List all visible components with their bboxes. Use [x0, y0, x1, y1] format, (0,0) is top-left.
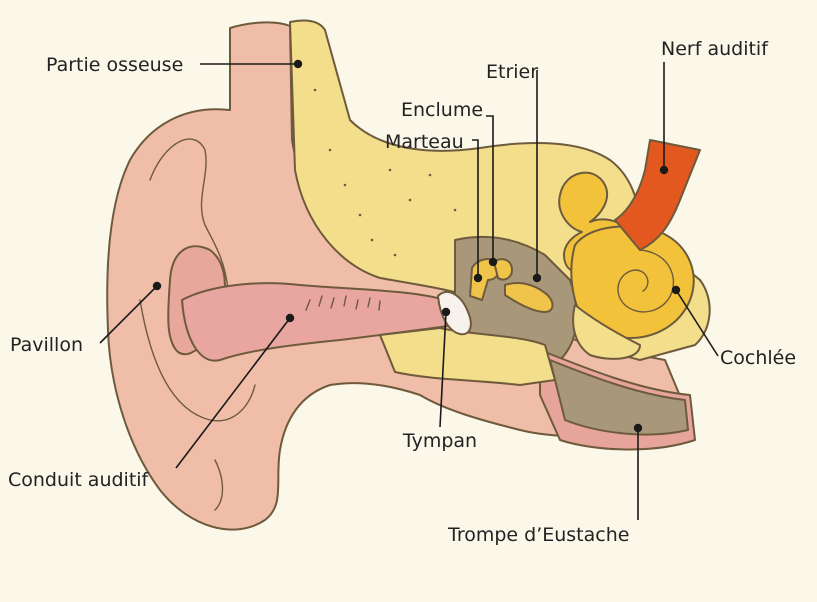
label-pavillon: Pavillon [10, 334, 83, 356]
label-etrier: Etrier [486, 61, 538, 83]
label-enclume: Enclume [401, 99, 483, 121]
label-cochlee: Cochlée [720, 347, 796, 369]
label-nerf-auditif: Nerf auditif [661, 38, 769, 60]
label-marteau: Marteau [385, 131, 464, 153]
label-tympan: Tympan [402, 430, 477, 452]
label-conduit-auditif: Conduit auditif [8, 469, 150, 491]
label-partie-osseuse: Partie osseuse [46, 54, 183, 76]
label-trompe-eustache: Trompe d’Eustache [447, 524, 629, 546]
